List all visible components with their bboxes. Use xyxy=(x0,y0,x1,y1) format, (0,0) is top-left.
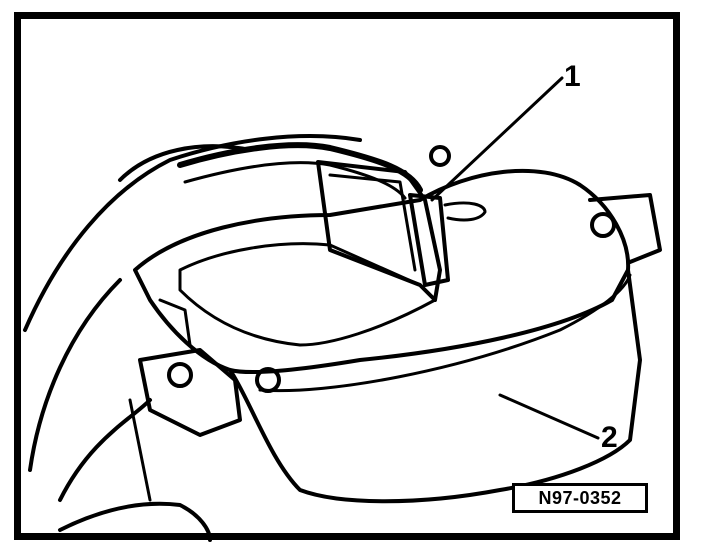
plug-pin xyxy=(443,201,487,222)
callout-label-1: 1 xyxy=(564,60,581,93)
connector-block xyxy=(316,160,442,302)
lower-bracket xyxy=(128,398,152,502)
housing-body xyxy=(228,268,642,504)
housing-body-edge xyxy=(258,273,632,393)
screw xyxy=(429,145,451,167)
leader-line-2 xyxy=(498,393,600,440)
lower-bracket xyxy=(58,501,212,542)
callout-label-2: 2 xyxy=(601,421,618,454)
leader-line-1 xyxy=(430,76,564,202)
background-contour xyxy=(118,144,252,182)
mounting-bracket xyxy=(138,348,242,437)
figure-code-label: N97-0352 xyxy=(512,483,648,513)
screw xyxy=(255,367,281,393)
illustration-frame xyxy=(14,12,680,540)
background-contour xyxy=(28,278,122,472)
connector-block-detail xyxy=(328,173,417,272)
mounting-bracket-detail xyxy=(158,298,192,347)
screw xyxy=(590,212,616,238)
right-bracket xyxy=(588,193,662,264)
screw xyxy=(167,362,193,388)
plug-terminal xyxy=(408,193,450,287)
housing-lid xyxy=(133,168,631,374)
housing-lid-inner xyxy=(178,242,437,347)
background-contour xyxy=(58,398,152,502)
background-contour xyxy=(23,134,362,332)
